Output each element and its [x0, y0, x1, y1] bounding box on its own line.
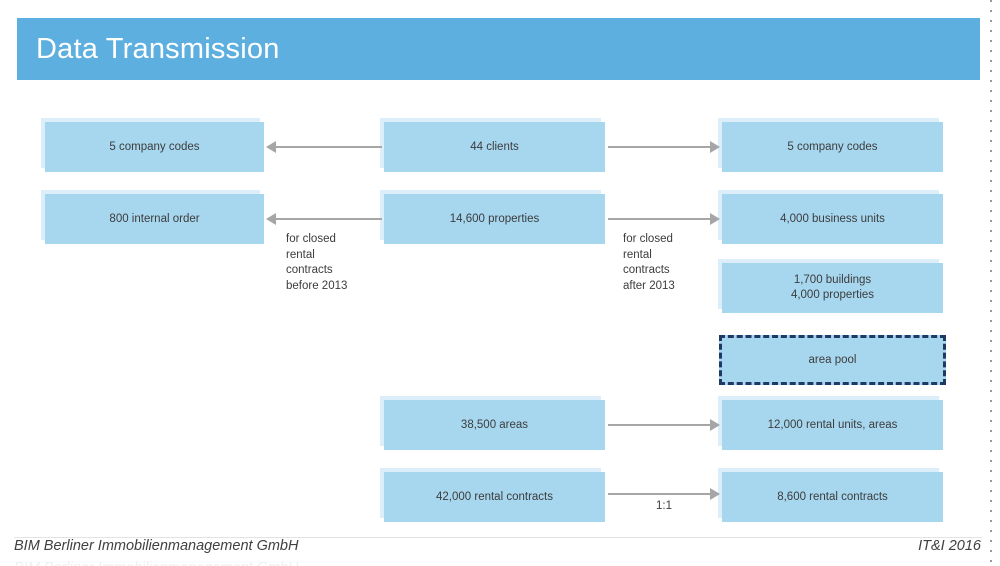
- node-label: 14,600 properties: [449, 212, 540, 225]
- node-mid-properties[interactable]: 14,600 properties: [384, 194, 605, 244]
- footer-reflection-artifact: BIM Berliner Immobilienmanagement GmbH: [14, 560, 298, 566]
- node-label: 8,600 rental contracts: [777, 490, 888, 503]
- node-right-rental-contracts[interactable]: 8,600 rental contracts: [722, 472, 943, 522]
- annotation-before-2013: for closed rental contracts before 2013: [286, 233, 348, 292]
- node-right-company-codes[interactable]: 5 company codes: [722, 122, 943, 172]
- arrow-clients-to-company-codes: [266, 141, 382, 153]
- node-label: 42,000 rental contracts: [436, 490, 553, 503]
- annotation-after-2013: for closed rental contracts after 2013: [623, 233, 675, 292]
- node-mid-clients[interactable]: 44 clients: [384, 122, 605, 172]
- node-area-pool[interactable]: area pool: [719, 335, 946, 385]
- arrow-areas-to-rental-units: [608, 419, 720, 431]
- node-mid-rental-contracts[interactable]: 42,000 rental contracts: [384, 472, 605, 522]
- node-right-business-units[interactable]: 4,000 business units: [722, 194, 943, 244]
- node-label: 800 internal order: [109, 212, 200, 225]
- footer-divider: [14, 537, 982, 538]
- annotation-ratio: 1:1: [656, 500, 672, 512]
- page-title: Data Transmission: [36, 33, 280, 65]
- footer-company-name: BIM Berliner Immobilienmanagement GmbH: [14, 538, 299, 554]
- node-right-buildings-properties[interactable]: 1,700 buildings 4,000 properties: [722, 263, 943, 313]
- node-right-rental-units-areas[interactable]: 12,000 rental units, areas: [722, 400, 943, 450]
- node-label: 44 clients: [470, 140, 519, 153]
- node-label: 38,500 areas: [460, 418, 529, 431]
- arrow-properties-to-internal-order: [266, 213, 382, 225]
- node-left-internal-order[interactable]: 800 internal order: [45, 194, 264, 244]
- node-label: 5 company codes: [787, 140, 878, 153]
- footer-department-year: IT&I 2016: [918, 538, 981, 554]
- node-label: 5 company codes: [109, 140, 200, 153]
- node-label: area pool: [808, 353, 857, 366]
- node-label: 12,000 rental units, areas: [767, 418, 898, 431]
- arrow-properties-to-business-units: [608, 213, 720, 225]
- node-label: 1,700 buildings 4,000 properties: [790, 274, 875, 301]
- title-banner: [17, 18, 980, 80]
- node-mid-areas[interactable]: 38,500 areas: [384, 400, 605, 450]
- node-left-company-codes[interactable]: 5 company codes: [45, 122, 264, 172]
- right-edge-dotted-rule: [990, 0, 992, 566]
- node-label: 4,000 business units: [780, 212, 885, 225]
- arrow-clients-to-right-company-codes: [608, 141, 720, 153]
